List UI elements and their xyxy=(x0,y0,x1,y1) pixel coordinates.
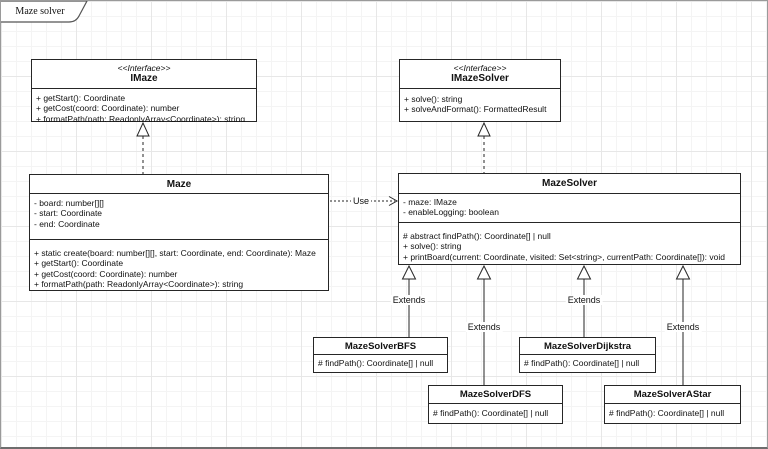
frame-tab[interactable] xyxy=(1,1,101,27)
class-box-maze[interactable]: Maze - board: number[][] - start: Coordi… xyxy=(29,174,329,291)
edge-label-extends-bfs: Extends xyxy=(390,295,428,305)
maze-method: + formatPath(path: ReadonlyArray<Coordin… xyxy=(34,279,244,290)
class-box-mazesolver[interactable]: MazeSolver - maze: IMaze - enableLogging… xyxy=(398,173,741,265)
imazesolver-method: + solve(): string xyxy=(404,94,463,104)
edge-label-extends-dfs: Extends xyxy=(465,322,503,332)
edge-dfs-extends-mazesolver[interactable] xyxy=(476,264,492,385)
class-box-imazesolver[interactable]: <<Interface>> IMazeSolver + solve(): str… xyxy=(399,59,561,122)
edge-label-use: Use xyxy=(350,196,372,206)
edge-dijkstra-extends-mazesolver[interactable] xyxy=(576,264,592,337)
imazesolver-name: IMazeSolver xyxy=(451,72,509,84)
maze-field: - board: number[][] xyxy=(34,198,104,208)
maze-method: + getCost(coord: Coordinate): number xyxy=(34,268,178,279)
mazesolver-method: + printBoard(current: Coordinate, visite… xyxy=(403,251,725,262)
dijkstra-method: # findPath(): Coordinate[] | null xyxy=(524,358,640,368)
mazesolver-field: - enableLogging: boolean xyxy=(403,207,499,218)
imaze-name: IMaze xyxy=(130,72,158,84)
edge-astar-extends-mazesolver[interactable] xyxy=(675,264,691,385)
imaze-method: + getCost(coord: Coordinate): number xyxy=(36,103,180,114)
mazesolver-name: MazeSolver xyxy=(399,174,740,194)
class-box-mazesolverdijkstra[interactable]: MazeSolverDijkstra # findPath(): Coordin… xyxy=(519,337,656,373)
astar-name: MazeSolverAStar xyxy=(605,386,740,404)
maze-name: Maze xyxy=(30,175,328,194)
edge-mazesolver-realizes-imazesolver[interactable] xyxy=(477,121,491,173)
bfs-method: # findPath(): Coordinate[] | null xyxy=(318,358,434,368)
imazesolver-stereotype: <<Interface>> xyxy=(453,63,507,73)
maze-field: - end: Coordinate xyxy=(34,218,100,229)
class-box-mazesolverdfs[interactable]: MazeSolverDFS # findPath(): Coordinate[]… xyxy=(428,385,563,424)
imazesolver-method: + solveAndFormat(): FormattedResult xyxy=(404,104,547,115)
maze-field: - start: Coordinate xyxy=(34,208,103,219)
imaze-method: + getStart(): Coordinate xyxy=(36,93,126,103)
frame-tab-label: Maze solver xyxy=(15,6,65,17)
astar-method: # findPath(): Coordinate[] | null xyxy=(609,408,725,418)
mazesolver-method: + solve(): string xyxy=(403,241,462,252)
edge-maze-realizes-imaze[interactable] xyxy=(136,121,150,174)
edge-label-extends-astar: Extends xyxy=(664,322,702,332)
dfs-name: MazeSolverDFS xyxy=(429,386,562,404)
maze-method: + static create(board: number[][], start… xyxy=(34,248,316,258)
class-box-imaze[interactable]: <<Interface>> IMaze + getStart(): Coordi… xyxy=(31,59,257,122)
edge-label-extends-dijkstra: Extends xyxy=(565,295,603,305)
dfs-method: # findPath(): Coordinate[] | null xyxy=(433,408,549,418)
maze-method: + getStart(): Coordinate xyxy=(34,258,124,269)
imaze-method: + formatPath(path: ReadonlyArray<Coordin… xyxy=(36,113,246,122)
edge-bfs-extends-mazesolver[interactable] xyxy=(401,264,417,337)
mazesolver-field: - maze: IMaze xyxy=(403,197,457,207)
imaze-stereotype: <<Interface>> xyxy=(117,63,171,73)
bfs-name: MazeSolverBFS xyxy=(314,338,447,355)
class-box-mazesolverastar[interactable]: MazeSolverAStar # findPath(): Coordinate… xyxy=(604,385,741,424)
dijkstra-name: MazeSolverDijkstra xyxy=(520,338,655,355)
class-box-mazesolverbfs[interactable]: MazeSolverBFS # findPath(): Coordinate[]… xyxy=(313,337,448,373)
mazesolver-method: # abstract findPath(): Coordinate[] | nu… xyxy=(403,231,551,241)
